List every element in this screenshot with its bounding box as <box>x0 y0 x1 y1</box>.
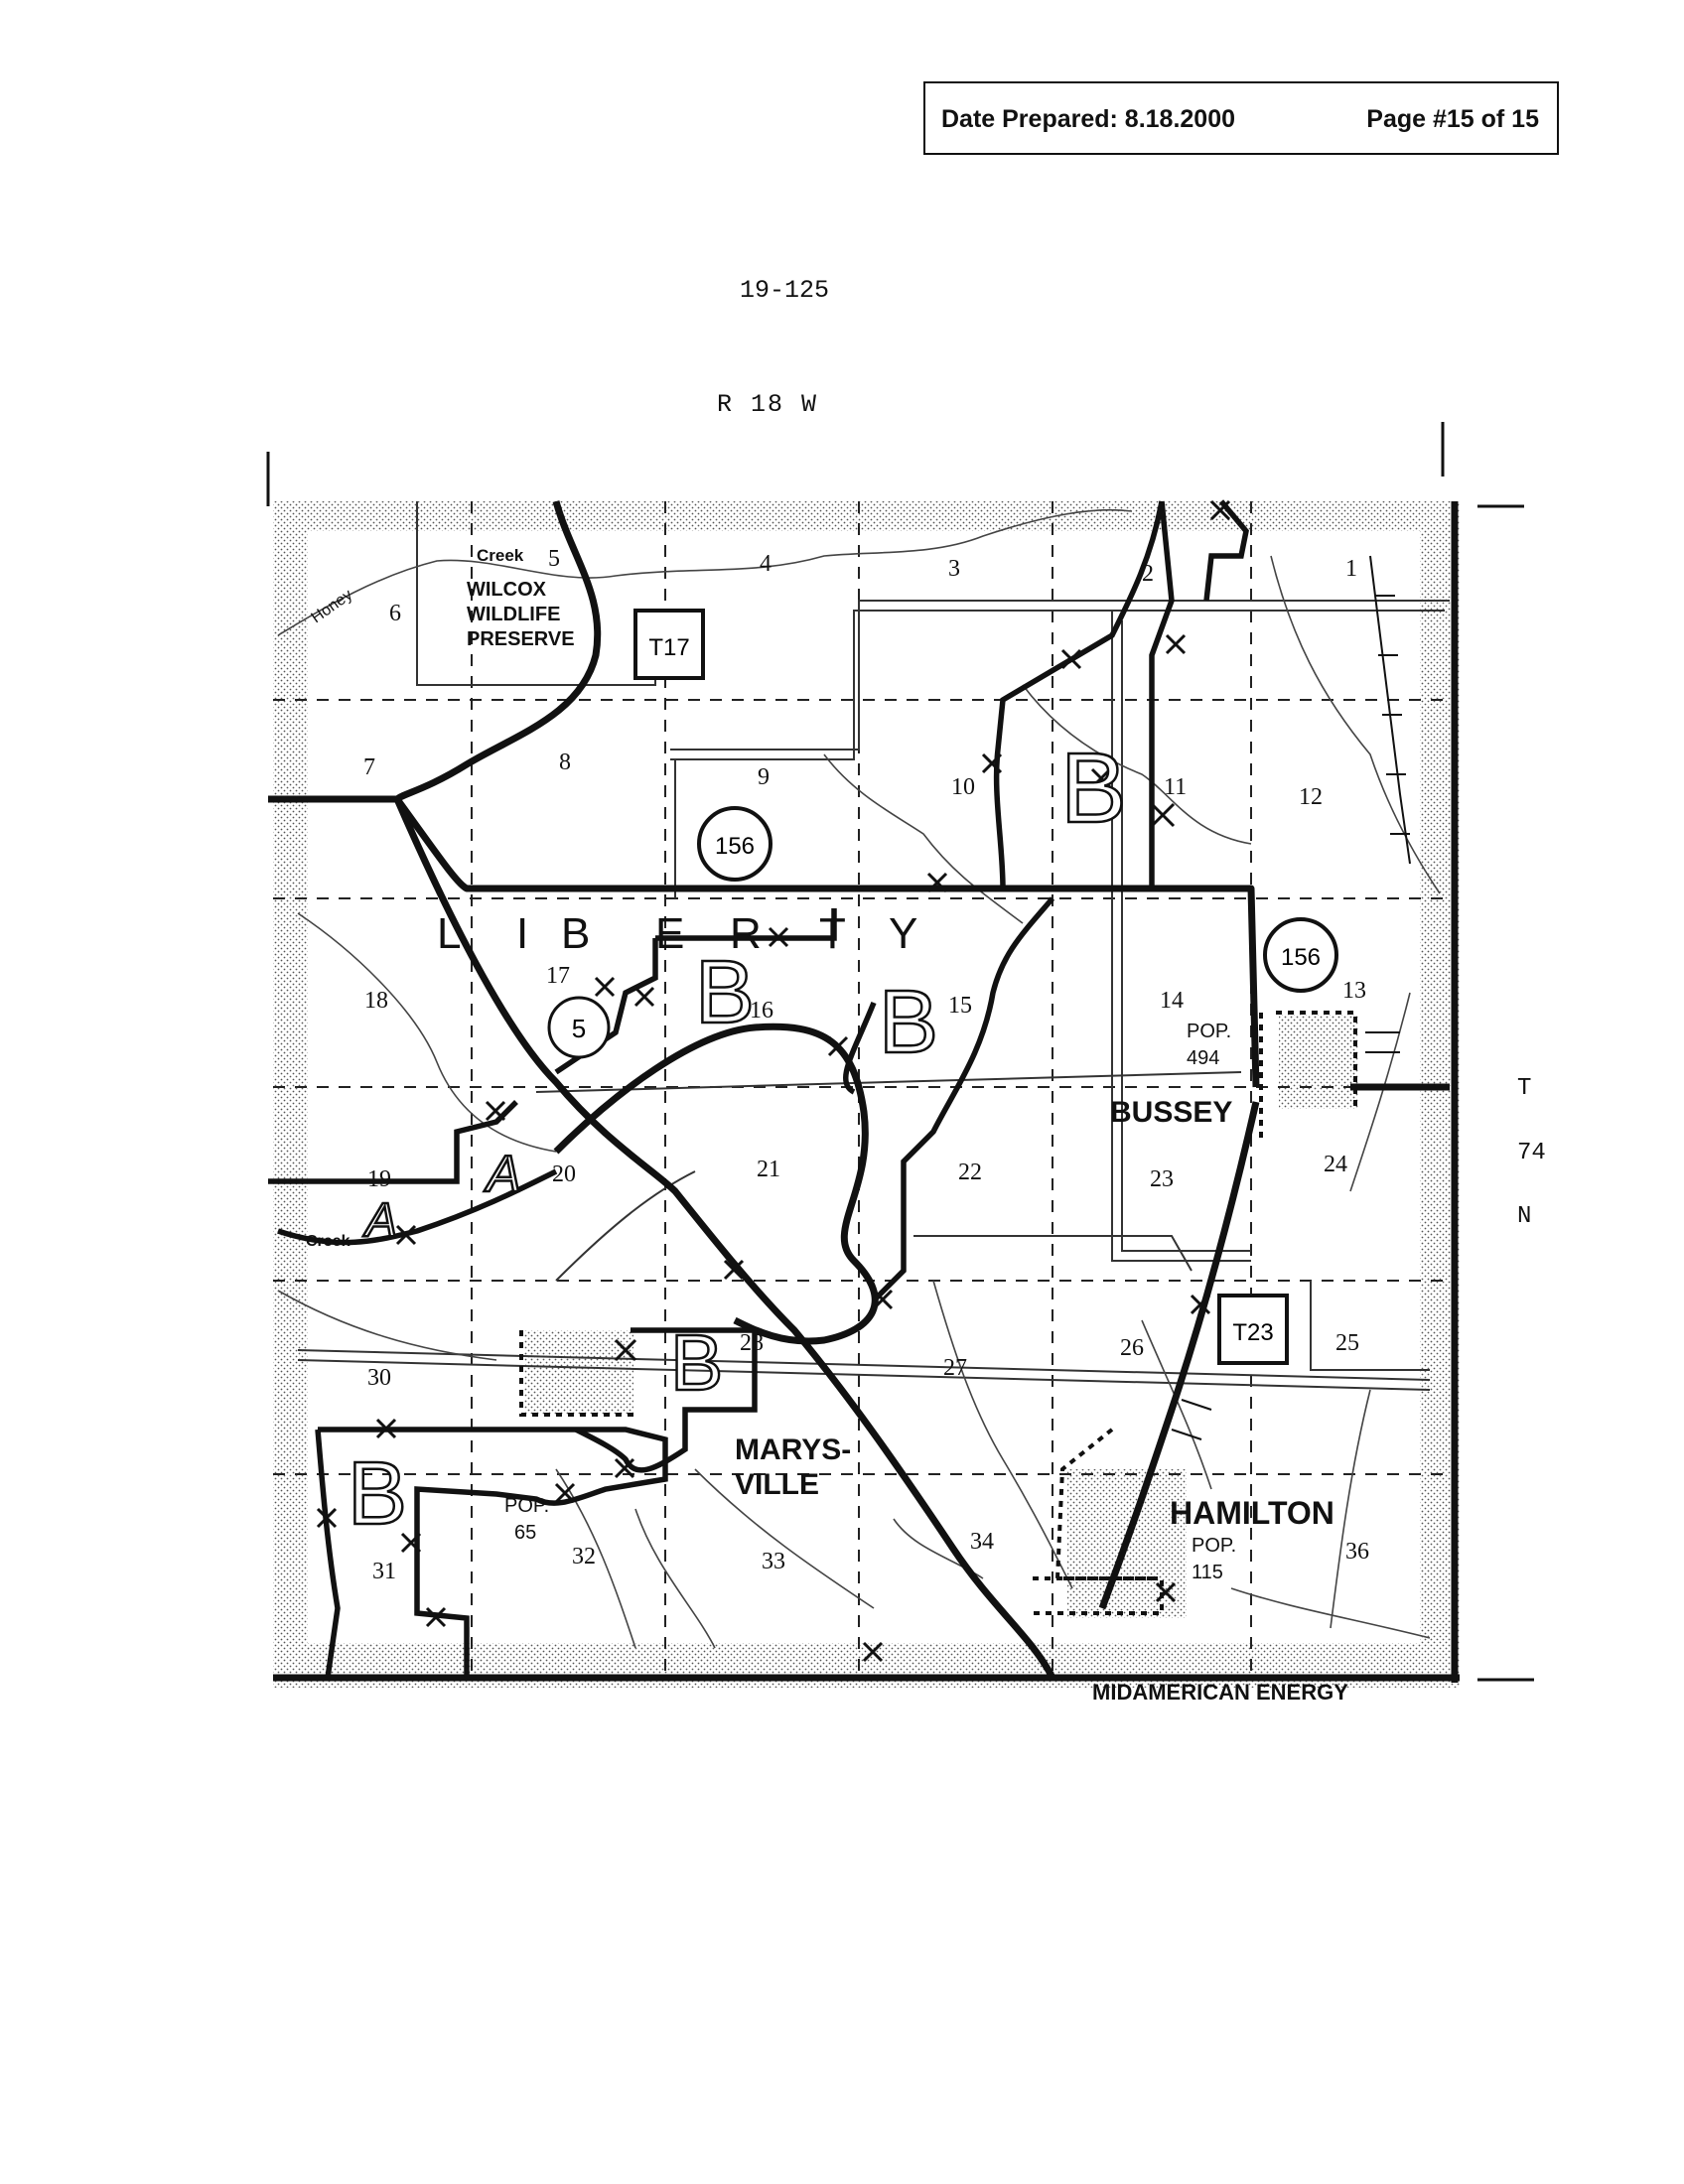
zone-b-center-west: B <box>695 943 755 1042</box>
section-33: 33 <box>762 1549 785 1574</box>
section-27: 27 <box>943 1355 967 1381</box>
border-strip-left <box>273 501 308 1688</box>
preserve-label-2: WILDLIFE <box>467 604 560 625</box>
township-number: 74 <box>1517 1140 1546 1166</box>
border-strip-top <box>273 501 1460 531</box>
section-19: 19 <box>367 1166 391 1192</box>
section-9: 9 <box>758 764 770 790</box>
zone-b-south: B <box>670 1318 723 1407</box>
section-7: 7 <box>363 754 375 780</box>
creek-south-label: Creek <box>306 1233 351 1250</box>
date-prepared: Date Prepared: 8.18.2000 <box>941 105 1236 133</box>
t17-shield <box>633 609 705 680</box>
section-30: 30 <box>367 1365 391 1391</box>
section-1: 1 <box>1345 556 1357 582</box>
hwy156-west-label: 156 <box>715 833 755 860</box>
zone-b-southwest: B <box>348 1444 407 1544</box>
creeks <box>277 508 1441 1649</box>
township-letter: T <box>1517 1075 1532 1102</box>
liberty-letter-y: Y <box>889 909 917 958</box>
bussey-label: BUSSEY <box>1110 1096 1232 1129</box>
section-17: 17 <box>546 963 570 989</box>
hwy5-label: 5 <box>572 1014 586 1043</box>
route-shields: T17 156 156 5 T23 <box>547 609 1338 1365</box>
map-body: T17 156 156 5 T23 1 2 3 4 5 6 7 8 9 10 1… <box>268 499 1460 1705</box>
bussey-pop-value: 494 <box>1187 1047 1219 1069</box>
section-13: 13 <box>1342 978 1366 1004</box>
secondary-roads <box>297 501 1450 1391</box>
hwy156-west-shield <box>697 806 772 882</box>
section-15: 15 <box>948 993 972 1019</box>
hamilton-pop-label: POP. <box>1192 1535 1236 1557</box>
section-12: 12 <box>1299 784 1323 810</box>
section-2: 2 <box>1142 561 1154 587</box>
main-roads <box>268 500 1460 1683</box>
zone-b-center-east: B <box>879 973 938 1072</box>
page-number: Page #15 of 15 <box>1366 105 1539 133</box>
marysville-pop-label: POP. <box>504 1495 549 1517</box>
zone-labels: B B B B B A A <box>347 732 1128 1546</box>
hwy156-east-shield <box>1263 917 1338 993</box>
township-direction: N <box>1517 1203 1532 1230</box>
crossing-marks <box>316 499 1231 1663</box>
bussey-pop-label: POP. <box>1187 1021 1231 1042</box>
hamilton-pop-value: 115 <box>1192 1562 1223 1583</box>
t23-shield <box>1217 1294 1289 1365</box>
section-10: 10 <box>951 774 975 800</box>
header-box: Date Prepared: 8.18.2000 Page #15 of 15 <box>923 81 1559 155</box>
map-id: 19-125 <box>740 276 830 305</box>
zone-a-2: A <box>362 1194 397 1247</box>
section-14: 14 <box>1160 988 1184 1014</box>
zone-a-1: A <box>484 1146 521 1203</box>
t23-label: T23 <box>1232 1319 1273 1346</box>
section-20: 20 <box>552 1161 576 1187</box>
marysville-pop-value: 65 <box>514 1522 536 1544</box>
section-23: 23 <box>1150 1166 1174 1192</box>
liberty-letter-t: T <box>819 909 846 958</box>
preserve-label-3: PRESERVE <box>467 628 575 650</box>
section-16: 16 <box>750 998 773 1024</box>
place-labels: Creek Honey WILCOX WILDLIFE PRESERVE L I… <box>306 546 1348 1705</box>
section-22: 22 <box>958 1160 982 1185</box>
liberty-letter-l: L <box>437 909 461 958</box>
section-21: 21 <box>757 1157 780 1182</box>
section-34: 34 <box>970 1529 994 1555</box>
section-18: 18 <box>364 988 388 1014</box>
zone-b-north: B <box>1060 733 1127 844</box>
section-26: 26 <box>1120 1335 1144 1361</box>
marysville-town-area <box>524 1330 633 1415</box>
section-36: 36 <box>1345 1539 1369 1565</box>
section-28: 28 <box>740 1330 764 1356</box>
section-grid <box>273 501 1455 1678</box>
liberty-letter-r: R <box>730 909 762 958</box>
section-4: 4 <box>760 551 772 577</box>
section-numbers: 1 2 3 4 5 6 7 8 9 10 11 12 13 14 15 16 1… <box>363 546 1369 1584</box>
section-6: 6 <box>389 601 401 626</box>
section-8: 8 <box>559 750 571 775</box>
section-5: 5 <box>548 546 560 572</box>
section-32: 32 <box>572 1544 596 1570</box>
liberty-letter-i: I <box>516 909 528 958</box>
section-31: 31 <box>372 1559 396 1584</box>
creek-north-label: Creek <box>477 546 524 565</box>
marysville-label-2: VILLE <box>735 1468 819 1501</box>
hwy156-east-label: 156 <box>1281 944 1321 971</box>
railroad-ticks <box>1171 555 1411 1440</box>
section-3: 3 <box>948 556 960 582</box>
preserve-label-1: WILCOX <box>467 579 547 601</box>
bussey-town-area <box>1279 1015 1358 1109</box>
hwy5-shield <box>547 996 611 1059</box>
liberty-letter-e: E <box>655 909 684 958</box>
railroad-label: MIDAMERICAN ENERGY <box>1092 1680 1348 1705</box>
honey-creek-label: Honey <box>309 587 356 626</box>
section-24: 24 <box>1324 1152 1347 1177</box>
hamilton-label: HAMILTON <box>1170 1495 1334 1531</box>
t17-label: T17 <box>648 634 689 661</box>
marysville-label-1: MARYS- <box>735 1433 851 1466</box>
section-11: 11 <box>1164 774 1187 800</box>
liberty-letter-b: B <box>561 909 590 958</box>
range-label: R 18 W <box>717 390 819 419</box>
section-25: 25 <box>1335 1330 1359 1356</box>
